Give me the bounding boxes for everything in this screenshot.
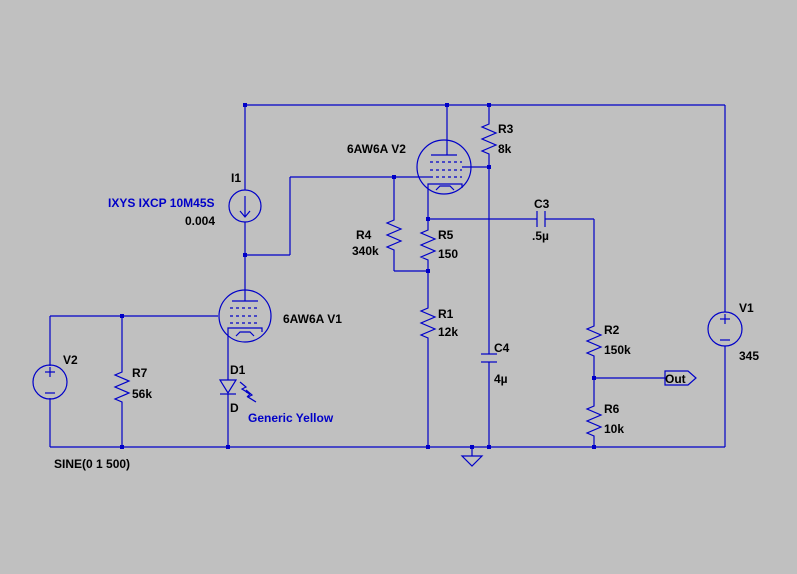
current-source-body	[228, 189, 262, 223]
light-ray-icon	[245, 389, 257, 403]
voltage-source-v2[interactable]	[32, 364, 68, 400]
label-r5-value: 150	[438, 247, 458, 261]
label-r3-value: 8k	[498, 142, 512, 156]
label-c4-value: 4µ	[494, 372, 508, 386]
junction-dot	[487, 103, 491, 107]
resistor-r7[interactable]	[113, 364, 131, 404]
resistor-r2[interactable]	[585, 318, 603, 358]
label-i1-value: 0.004	[185, 214, 215, 228]
label-r6-ref: R6	[604, 402, 620, 416]
junction-dot	[470, 445, 474, 449]
label-v1-src-ref: V1	[739, 301, 754, 315]
junction-dot	[487, 165, 491, 169]
capacitor-c3[interactable]	[536, 211, 546, 227]
junction-dot	[426, 269, 430, 273]
label-r6-value: 10k	[604, 422, 624, 436]
junction-dot	[426, 445, 430, 449]
label-r7-ref: R7	[132, 366, 148, 380]
label-r1-value: 12k	[438, 325, 458, 339]
label-i1-model: IXYS IXCP 10M45S	[108, 196, 215, 210]
label-v1-src-value: 345	[739, 349, 759, 363]
junction-dot	[426, 217, 430, 221]
label-c3-value: .5µ	[532, 229, 549, 243]
junction-dot	[243, 103, 247, 107]
label-c3-ref: C3	[534, 197, 550, 211]
tube-envelope	[218, 289, 272, 343]
ground-symbol	[460, 455, 484, 467]
light-ray-icon	[239, 381, 251, 395]
tube-cathode	[227, 327, 263, 332]
voltage-source-v1[interactable]	[707, 311, 743, 347]
label-v2-src-ref: V2	[63, 353, 78, 367]
label-v1-tube: 6AW6A V1	[283, 312, 342, 326]
label-d1-pin: D	[230, 401, 239, 415]
wires	[49, 104, 726, 456]
capacitor-c4[interactable]	[481, 353, 497, 363]
resistor-r5[interactable]	[419, 222, 437, 262]
diode-triangle-icon	[218, 379, 238, 395]
label-r7-value: 56k	[132, 387, 152, 401]
label-d1-model: Generic Yellow	[248, 411, 334, 425]
tube-v1[interactable]	[218, 289, 272, 343]
label-r3-ref: R3	[498, 122, 514, 136]
resistor-r1[interactable]	[419, 300, 437, 340]
label-i1-ref: I1	[231, 171, 241, 185]
arrow-icon	[245, 391, 252, 398]
label-r4-ref: R4	[356, 228, 372, 242]
junction-dot	[226, 445, 230, 449]
junction-dot	[120, 314, 124, 318]
tube-cathode	[427, 183, 463, 198]
tube-heater	[235, 331, 255, 337]
label-r2-ref: R2	[604, 323, 620, 337]
led-d1[interactable]	[218, 379, 257, 403]
label-r2-value: 150k	[604, 343, 631, 357]
junction-dot	[243, 253, 247, 257]
junction-dot	[445, 103, 449, 107]
label-r5-ref: R5	[438, 228, 454, 242]
label-r4-value: 340k	[352, 244, 379, 258]
current-arrow-head-icon	[239, 210, 251, 218]
junction-dot	[592, 445, 596, 449]
resistor-r6[interactable]	[585, 398, 603, 438]
tube-envelope	[416, 139, 472, 195]
current-source-i1[interactable]	[228, 189, 262, 223]
resistor-r3[interactable]	[480, 116, 498, 156]
junction-dot	[392, 175, 396, 179]
tube-heater	[435, 185, 455, 191]
junctions	[120, 103, 596, 449]
label-v2-tube: 6AW6A V2	[347, 142, 406, 156]
resistor-r4[interactable]	[385, 212, 403, 252]
junction-dot	[487, 445, 491, 449]
tube-v2[interactable]	[416, 138, 472, 198]
junction-dot	[120, 445, 124, 449]
label-d1-ref: D1	[230, 363, 246, 377]
label-r1-ref: R1	[438, 307, 454, 321]
label-v2-src-value: SINE(0 1 500)	[54, 457, 130, 471]
output-port-flag[interactable]	[664, 370, 697, 386]
label-c4-ref: C4	[494, 341, 510, 355]
label-out: Out	[665, 372, 686, 386]
junction-dot	[592, 376, 596, 380]
